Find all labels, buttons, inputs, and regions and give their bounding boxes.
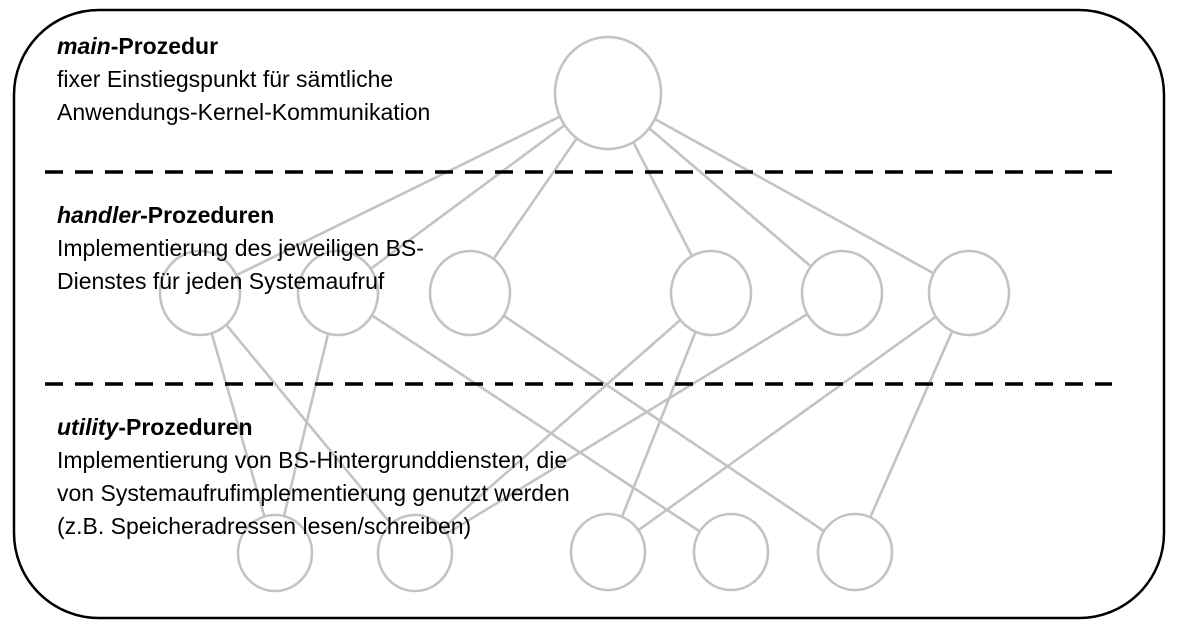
main-layer-desc-line-1: fixer Einstiegspunkt für sämtliche — [57, 66, 394, 92]
utility-layer-label: utility-Prozeduren Implementierung von B… — [57, 411, 570, 543]
node-handler-6 — [927, 249, 1011, 337]
utility-layer-desc-line-1: Implementierung von BS-Hintergrunddienst… — [57, 447, 568, 473]
utility-layer-desc-line-3: (z.B. Speicheradressen lesen/schreiben) — [57, 513, 472, 539]
edge-handler-4-utility-3 — [606, 292, 713, 553]
utility-layer-title-italic: utility — [57, 414, 119, 440]
utility-layer-title: utility-Prozeduren — [57, 411, 570, 444]
edge-main-handler-6 — [607, 91, 970, 295]
edge-handler-2-utility-1 — [273, 292, 340, 554]
main-layer-desc-line-2: Anwendungs-Kernel-Kommunikation — [57, 99, 431, 125]
node-utility-1 — [236, 513, 314, 593]
handler-layer-title: handler-Prozeduren — [57, 199, 424, 232]
utility-layer-desc-line-2: von Systemaufrufimplementierung genutzt … — [57, 480, 570, 506]
node-main — [553, 35, 663, 151]
handler-layer-title-rest: -Prozeduren — [140, 202, 275, 228]
main-layer-title-rest: -Prozedur — [110, 33, 219, 59]
node-handler-2 — [296, 249, 380, 337]
edge-main-handler-1 — [199, 91, 609, 295]
edge-handler-6-utility-5 — [853, 292, 971, 553]
handler-layer-title-italic: handler — [57, 202, 141, 228]
handler-layer-desc-line-2: Dienstes für jeden Systemaufruf — [57, 268, 385, 294]
edge-main-handler-2 — [337, 91, 609, 295]
edge-handler-1-utility-1 — [198, 292, 277, 554]
edge-handler-6-utility-3 — [607, 291, 970, 554]
handler-layer-label: handler-Prozeduren Implementierung des j… — [57, 199, 424, 298]
handler-layer-desc-line-1: Implementierung des jeweiligen BS- — [57, 235, 424, 261]
main-layer-title: main-Prozedur — [57, 30, 430, 63]
edge-handler-3-utility-5 — [469, 291, 856, 554]
main-layer-title-italic: main — [57, 33, 111, 59]
main-layer-label: main-Prozedur fixer Einstiegspunkt für s… — [57, 30, 430, 129]
node-handler-5 — [800, 249, 884, 337]
node-handler-4 — [669, 249, 753, 337]
utility-layer-title-rest: -Prozeduren — [118, 414, 253, 440]
edge-handler-2-utility-4 — [337, 291, 732, 554]
node-utility-4 — [692, 512, 770, 592]
node-utility-2 — [376, 513, 454, 593]
node-utility-5 — [816, 512, 894, 592]
edge-handler-4-utility-2 — [414, 292, 712, 554]
node-handler-3 — [428, 249, 512, 337]
diagram-border — [12, 8, 1166, 620]
edge-handler-5-utility-2 — [414, 291, 843, 555]
node-utility-3 — [569, 512, 647, 592]
node-handler-1 — [158, 249, 242, 337]
